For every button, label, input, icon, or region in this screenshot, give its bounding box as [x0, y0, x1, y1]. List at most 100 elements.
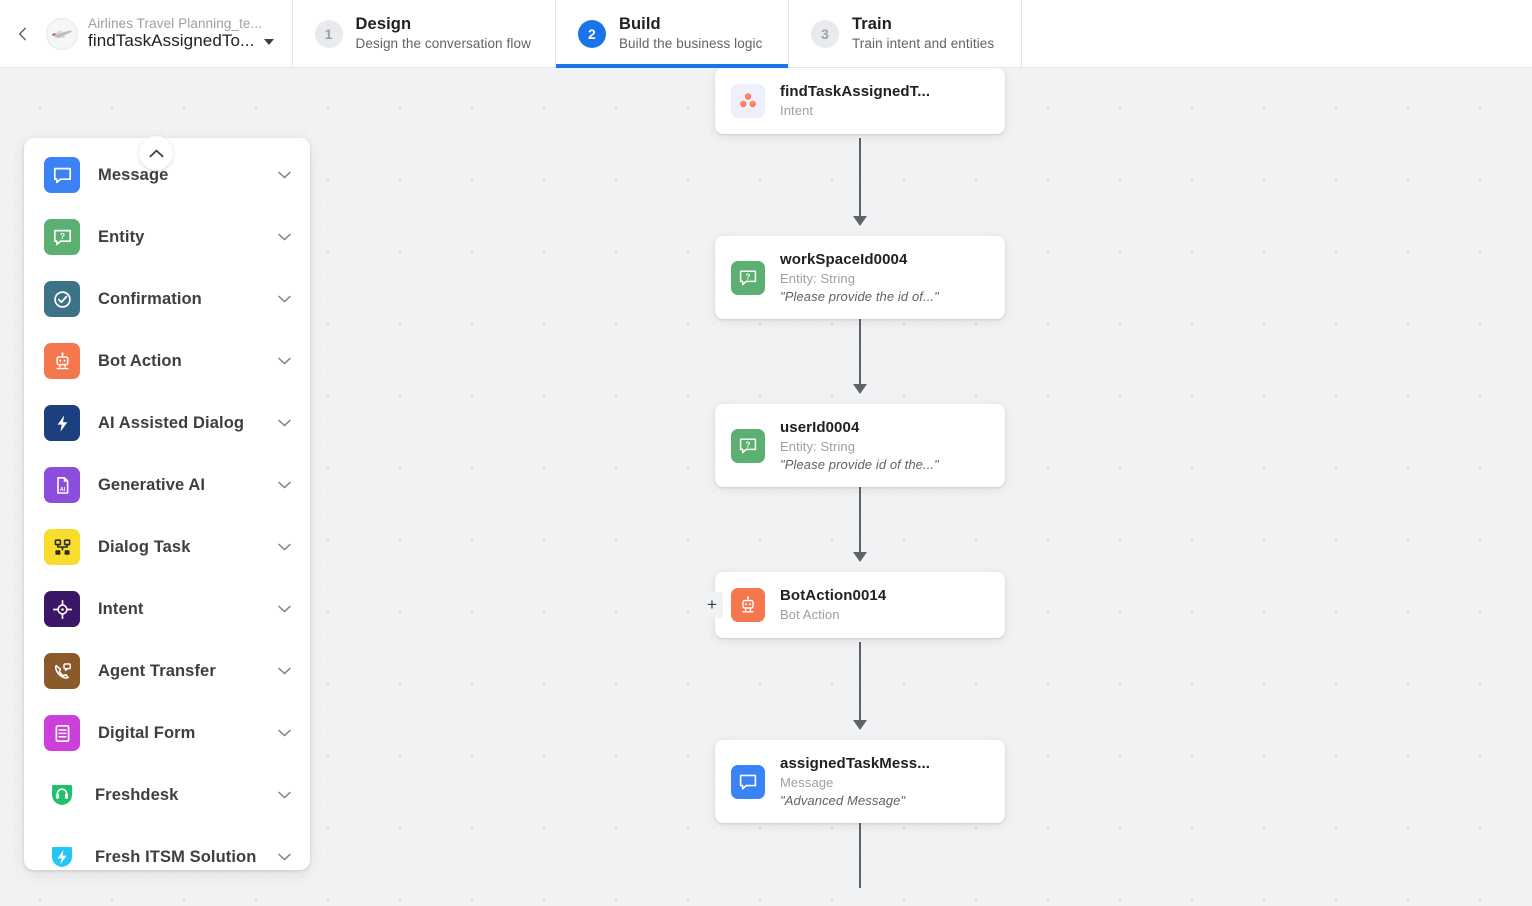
chevron-down-icon[interactable]	[278, 357, 292, 365]
freshdesk-icon	[47, 780, 77, 810]
palette-collapse-button[interactable]	[139, 136, 173, 170]
chevron-down-icon[interactable]	[278, 171, 292, 179]
divider	[1020, 0, 1022, 67]
flow-node-userid[interactable]: ? userId0004 Entity: String "Please prov…	[715, 404, 1005, 488]
intent-icon	[44, 591, 80, 627]
chevron-down-icon[interactable]	[278, 233, 292, 241]
palette-item-label: Bot Action	[98, 351, 182, 370]
fresh-itsm-icon	[47, 842, 77, 870]
connector-line	[859, 474, 861, 558]
palette-item-agent-transfer[interactable]: Agent Transfer	[24, 640, 310, 702]
chevron-down-icon[interactable]	[278, 419, 292, 427]
node-text-block: BotAction0014 Bot Action	[780, 586, 886, 624]
step-number-badge: 3	[810, 19, 839, 48]
node-title: assignedTaskMess...	[780, 755, 931, 772]
add-branch-button[interactable]: +	[701, 591, 723, 618]
palette-item-label: Entity	[98, 227, 145, 246]
node-prompt: "Please provide the id of..."	[780, 288, 939, 304]
robot-icon	[742, 596, 754, 613]
node-subtitle: Entity: String	[780, 439, 856, 455]
tab-design[interactable]: 1 Design Design the conversation flow	[293, 0, 555, 67]
step-text-block: Design Design the conversation flow	[356, 14, 531, 53]
digital-form-icon	[44, 715, 80, 751]
connector-line	[859, 138, 861, 222]
bot-identity[interactable]: Airlines Travel Planning_te... findTaskA…	[46, 0, 292, 67]
palette-item-message[interactable]: Message	[24, 144, 310, 206]
entity-node-icon: ?	[731, 260, 765, 295]
step-text-block: Build Build the business logic	[619, 14, 762, 53]
chevron-down-icon[interactable]	[278, 295, 292, 303]
chevron-down-icon[interactable]	[278, 667, 292, 675]
palette-item-label: AI Assisted Dialog	[98, 413, 245, 432]
node-text-block: assignedTaskMess... Message "Advanced Me…	[780, 754, 930, 809]
tab-train[interactable]: 3 Train Train intent and entities	[789, 0, 1021, 67]
palette-item-confirmation[interactable]: Confirmation	[24, 268, 310, 330]
chevron-down-icon[interactable]	[278, 853, 292, 861]
caret-down-icon[interactable]	[263, 39, 274, 46]
intent-node-icon	[731, 83, 765, 118]
ai-dialog-icon	[44, 405, 80, 441]
tab-build[interactable]: 2 Build Build the business logic	[555, 0, 788, 68]
svg-text:AI: AI	[59, 487, 65, 493]
node-text-block: findTaskAssignedT... Intent	[780, 82, 930, 120]
airplane-avatar	[46, 17, 78, 50]
node-subtitle: Entity: String	[780, 271, 856, 287]
node-subtitle: Message	[780, 775, 834, 791]
airplane-icon	[52, 30, 72, 38]
message-icon	[44, 157, 80, 193]
entity-icon: ?	[739, 270, 757, 286]
palette-list[interactable]: Message ? Entity	[24, 138, 310, 870]
back-button[interactable]	[0, 0, 46, 67]
flow-node-intent[interactable]: findTaskAssignedT... Intent	[715, 68, 1005, 134]
step-description: Design the conversation flow	[355, 36, 531, 52]
divider	[291, 0, 293, 67]
top-bar: Airlines Travel Planning_te... findTaskA…	[0, 0, 1532, 68]
bot-parent-name: Airlines Travel Planning_te...	[88, 15, 263, 31]
chevron-down-icon[interactable]	[278, 605, 292, 613]
bot-action-node-icon	[731, 587, 765, 622]
flow-node-message[interactable]: assignedTaskMess... Message "Advanced Me…	[715, 740, 1005, 824]
chevron-down-icon[interactable]	[278, 543, 292, 551]
flow-node-botaction[interactable]: + BotAction0014 Bot Action	[701, 572, 1005, 638]
connector-line	[859, 642, 861, 726]
node-title: BotAction0014	[780, 587, 887, 604]
palette-item-freshdesk[interactable]: Freshdesk	[24, 764, 310, 826]
step-title: Design	[355, 15, 412, 33]
bot-name-block: Airlines Travel Planning_te... findTaskA…	[88, 16, 274, 51]
bot-action-icon	[44, 343, 80, 379]
chevron-down-icon[interactable]	[278, 791, 292, 799]
node-prompt: "Advanced Message"	[780, 792, 906, 808]
step-number-badge: 1	[314, 19, 343, 48]
palette-item-intent[interactable]: Intent	[24, 578, 310, 640]
node-title: userId0004	[780, 419, 860, 436]
connector-arrow	[853, 384, 867, 394]
palette-item-bot-action[interactable]: Bot Action	[24, 330, 310, 392]
palette-item-digital-form[interactable]: Digital Form	[24, 702, 310, 764]
chevron-down-icon[interactable]	[278, 729, 292, 737]
palette-item-ai-assisted-dialog[interactable]: AI Assisted Dialog	[24, 392, 310, 454]
palette-item-label: Fresh ITSM Solution	[95, 847, 257, 866]
palette-item-label: Confirmation	[98, 289, 202, 308]
node-text-block: userId0004 Entity: String "Please provid…	[780, 418, 939, 473]
agent-transfer-icon	[44, 653, 80, 689]
bot-title: findTaskAssignedTo...	[88, 31, 255, 51]
palette-item-entity[interactable]: ? Entity	[24, 206, 310, 268]
three-dots-icon	[740, 93, 756, 108]
node-title: workSpaceId0004	[780, 251, 908, 268]
chevron-down-icon[interactable]	[278, 481, 292, 489]
connector-line	[859, 306, 861, 390]
flow-canvas[interactable]: findTaskAssignedT... Intent ? workSpaceI…	[0, 68, 1532, 906]
node-palette-panel[interactable]: Message ? Entity	[24, 138, 310, 870]
flow-node-workspaceid[interactable]: ? workSpaceId0004 Entity: String "Please…	[715, 236, 1005, 320]
palette-item-label: Intent	[98, 599, 144, 618]
palette-item-generative-ai[interactable]: AI Generative AI	[24, 454, 310, 516]
palette-item-fresh-itsm-solution[interactable]: Fresh ITSM Solution	[24, 826, 310, 870]
node-prompt: "Please provide id of the..."	[780, 456, 939, 472]
palette-item-dialog-task[interactable]: Dialog Task	[24, 516, 310, 578]
dialog-task-icon	[44, 529, 80, 565]
topbar-spacer	[1022, 0, 1532, 67]
divider	[554, 0, 556, 67]
node-text-block: workSpaceId0004 Entity: String "Please p…	[780, 250, 939, 305]
connector-line	[859, 810, 861, 888]
